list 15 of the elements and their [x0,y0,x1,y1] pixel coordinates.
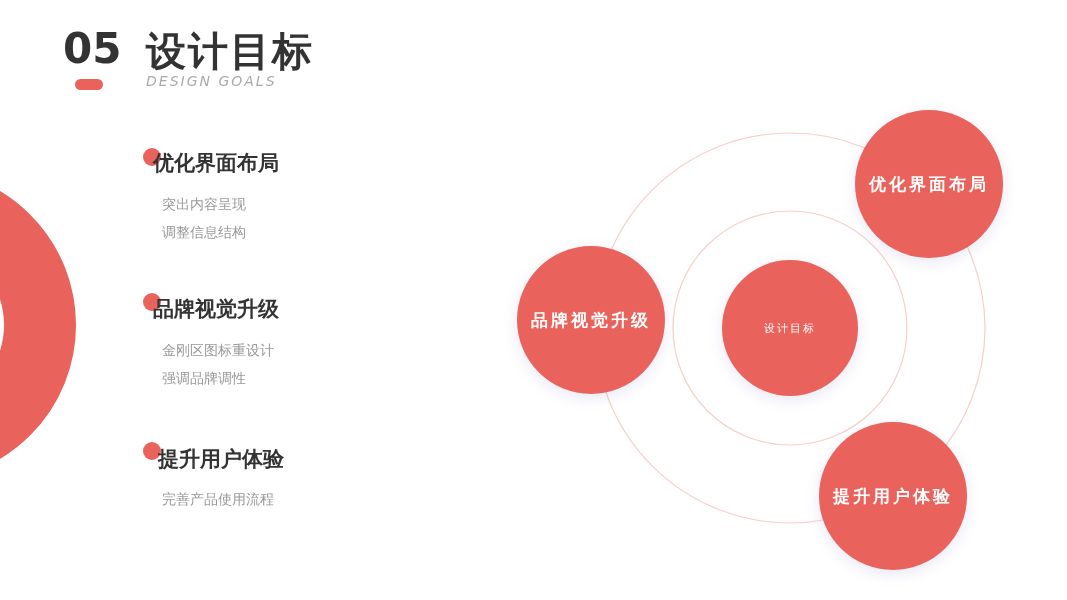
subtitle: DESIGN GOALS [146,73,277,89]
circle-label: 提升用户体验 [833,484,953,508]
goal-heading: 优化界面布局 [153,150,279,177]
goal-heading: 提升用户体验 [158,446,284,473]
page-title: 设计目标 [146,27,314,76]
section-number: 05 [63,24,122,73]
goal-item: 突出内容呈现 [162,196,246,214]
circle-label: 设计目标 [764,320,816,336]
circle-label: 品牌视觉升级 [531,308,651,332]
goal-item: 完善产品使用流程 [162,491,274,509]
goal-item: 调整信息结构 [162,224,246,242]
goal-item: 金刚区图标重设计 [162,342,274,360]
circle-label: 优化界面布局 [869,172,989,196]
goal-heading: 品牌视觉升级 [153,296,279,323]
goal-item: 强调品牌调性 [162,370,246,388]
